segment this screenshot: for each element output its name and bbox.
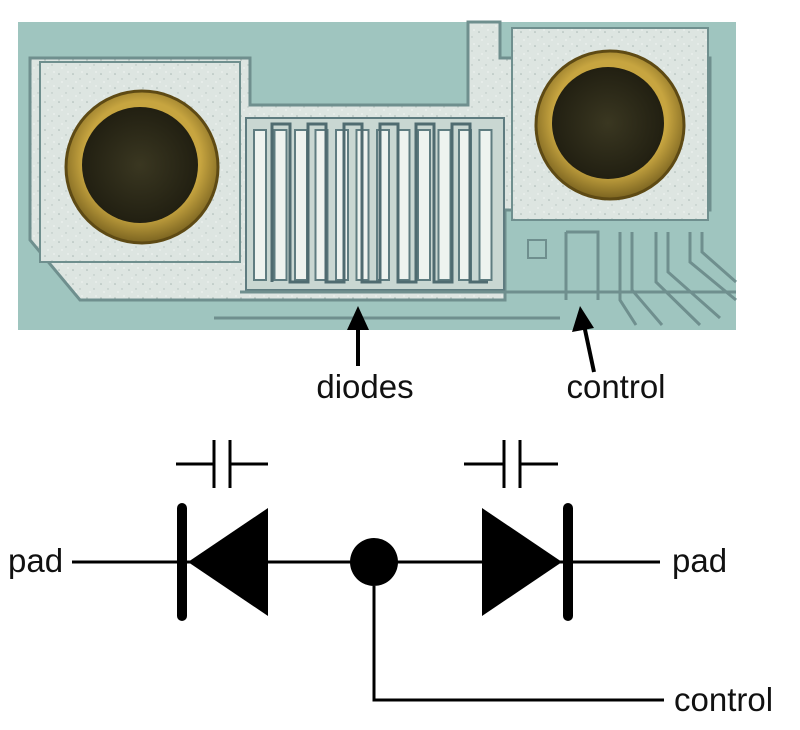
right-pad-label: pad	[672, 542, 727, 579]
right-diode	[482, 503, 573, 621]
die-photo	[18, 20, 737, 330]
left-diode-triangle	[188, 508, 268, 616]
right-diode-triangle	[482, 508, 562, 616]
diodes-label: diodes	[316, 368, 413, 405]
control-finger	[654, 232, 702, 327]
diode-stripe	[335, 129, 349, 281]
diode-serpentine	[270, 122, 488, 284]
capacitor-icon	[464, 440, 558, 488]
control-label: control	[566, 368, 665, 405]
control-traces	[214, 230, 737, 327]
diode-stripe	[253, 129, 267, 281]
left-diode	[177, 503, 268, 621]
schematic-labels: pad pad control	[8, 542, 773, 718]
diodes-arrow-head	[347, 306, 369, 330]
control-finger	[566, 230, 600, 300]
right-bond-center	[552, 67, 664, 179]
left-pad-label: pad	[8, 542, 63, 579]
via-square	[527, 239, 547, 259]
diode-stripe	[417, 129, 431, 281]
control-finger	[666, 232, 721, 320]
control-finger	[700, 232, 737, 284]
control-finger	[618, 232, 638, 326]
control-node-dot	[350, 538, 398, 586]
control-wire	[372, 586, 664, 702]
capacitor-icon	[176, 440, 268, 488]
schematic	[72, 440, 664, 702]
schematic-control-label: control	[674, 681, 773, 718]
diode-stripe	[478, 129, 493, 281]
control-arrow-head	[572, 306, 594, 332]
diode-stripe	[294, 129, 308, 281]
diode-structure	[245, 117, 505, 291]
left-bond-center	[82, 107, 198, 223]
diode-stripe	[437, 129, 452, 281]
control-arrow-shaft	[582, 324, 596, 373]
control-finger	[688, 232, 737, 302]
control-finger	[630, 232, 664, 326]
photo-annotations: diodes control	[316, 306, 666, 405]
diode-stripe	[273, 129, 288, 281]
